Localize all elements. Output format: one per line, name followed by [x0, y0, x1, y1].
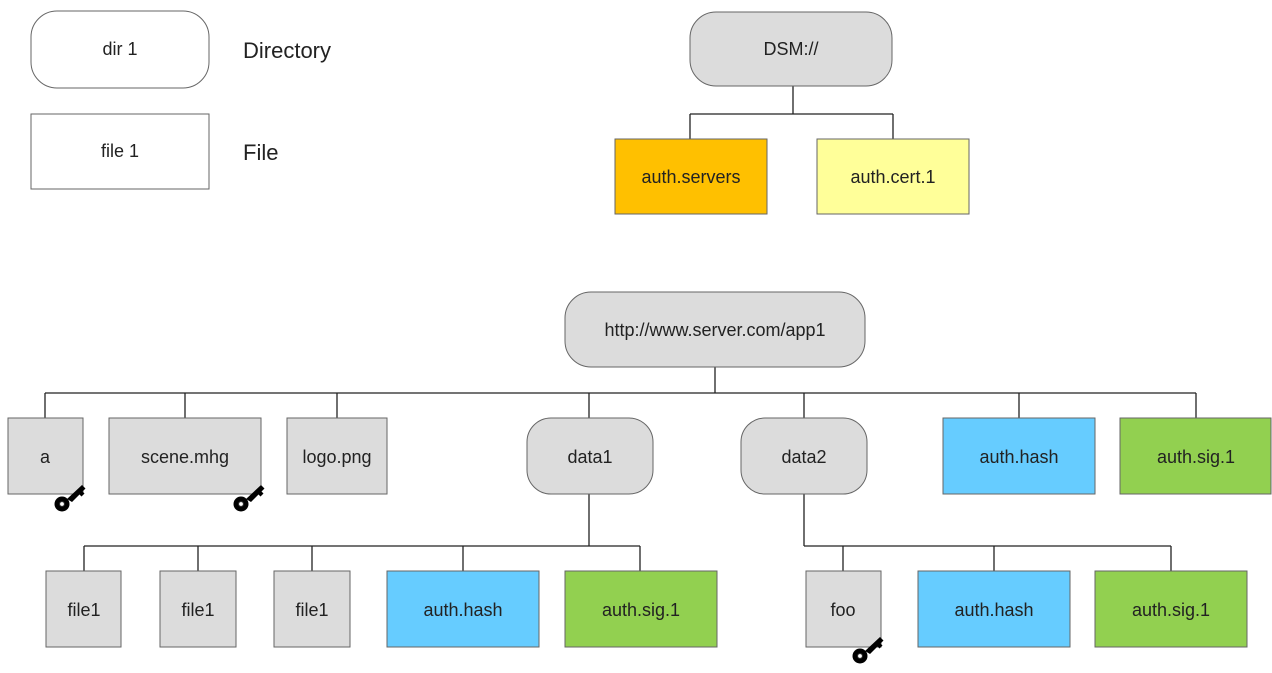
data1-file1-c-label: file1 [295, 600, 328, 620]
dir-data1-shape [526, 417, 654, 495]
data2-auth-hash-shape [917, 570, 1071, 648]
data1-file1-a-label: file1 [67, 600, 100, 620]
auth-servers-shape [614, 138, 768, 215]
file-scene-shape [108, 417, 262, 495]
data1-auth-hash: auth.hash [386, 570, 540, 648]
app-auth-sig: auth.sig.1 [1119, 417, 1272, 495]
data1-file1-a-shape [45, 570, 122, 648]
dsm-root-label: DSM:// [763, 39, 818, 59]
dir-data2-label: data2 [781, 447, 826, 467]
auth-cert-shape [816, 138, 970, 215]
data1-file1-b: file1 [159, 570, 237, 648]
data1-file1-a: file1 [45, 570, 122, 648]
file-logo-label: logo.png [302, 447, 371, 467]
auth-servers-file: auth.servers [614, 138, 768, 215]
dir-data2-shape [740, 417, 868, 495]
dir-data2: data2 [740, 417, 868, 495]
data2-auth-hash: auth.hash [917, 570, 1071, 648]
legend-file-shape [30, 113, 210, 190]
legend-file-label: File [243, 140, 278, 165]
data1-auth-sig-label: auth.sig.1 [602, 600, 680, 620]
dsm-root-node: DSM:// [689, 11, 893, 87]
data2-foo-label: foo [830, 600, 855, 620]
data1-connector [83, 494, 641, 571]
legend-directory: dir 1 Directory [30, 10, 331, 89]
auth-cert-label: auth.cert.1 [850, 167, 935, 187]
data1-auth-sig-shape [564, 570, 718, 648]
legend-file-sample: file 1 [101, 141, 139, 161]
auth-servers-label: auth.servers [641, 167, 740, 187]
data2-auth-hash-label: auth.hash [954, 600, 1033, 620]
data1-auth-sig: auth.sig.1 [564, 570, 718, 648]
file-logo: logo.png [286, 417, 388, 495]
data2-foo: foo [805, 570, 884, 664]
app-tree-edges [44, 367, 1197, 571]
app-root-shape [564, 291, 866, 368]
data2-foo-shape [805, 570, 882, 648]
file-scene: scene.mhg [108, 417, 265, 512]
legend: dir 1 Directory file 1 File [30, 10, 331, 190]
dir-data1: data1 [526, 417, 654, 495]
app-root-node: http://www.server.com/app1 [564, 291, 866, 368]
legend-directory-label: Directory [243, 38, 331, 63]
data1-file1-c-shape [273, 570, 351, 648]
app-root-connector [44, 367, 1197, 418]
file-scene-label: scene.mhg [141, 447, 229, 467]
data1-file1-c: file1 [273, 570, 351, 648]
data1-file1-b-shape [159, 570, 237, 648]
legend-file: file 1 File [30, 113, 278, 190]
app-auth-hash-label: auth.hash [979, 447, 1058, 467]
legend-directory-shape [30, 10, 210, 89]
file-a: a [7, 417, 86, 512]
file-a-shape [7, 417, 84, 495]
dsm-tree-connector [689, 86, 894, 139]
data2-auth-sig: auth.sig.1 [1094, 570, 1248, 648]
data1-file1-b-label: file1 [181, 600, 214, 620]
app-auth-hash-shape [942, 417, 1096, 495]
data1-auth-hash-shape [386, 570, 540, 648]
dir-data1-label: data1 [567, 447, 612, 467]
dsm-root-shape [689, 11, 893, 87]
app-auth-sig-shape [1119, 417, 1272, 495]
app-auth-sig-label: auth.sig.1 [1157, 447, 1235, 467]
file-a-label: a [40, 447, 51, 467]
data2-connector [803, 494, 1172, 571]
dsm-tree-edges [689, 86, 894, 139]
app-auth-hash: auth.hash [942, 417, 1096, 495]
app-root-label: http://www.server.com/app1 [604, 320, 825, 340]
data2-auth-sig-label: auth.sig.1 [1132, 600, 1210, 620]
data2-auth-sig-shape [1094, 570, 1248, 648]
auth-cert-file: auth.cert.1 [816, 138, 970, 215]
data1-auth-hash-label: auth.hash [423, 600, 502, 620]
legend-directory-sample: dir 1 [102, 39, 137, 59]
file-logo-shape [286, 417, 388, 495]
